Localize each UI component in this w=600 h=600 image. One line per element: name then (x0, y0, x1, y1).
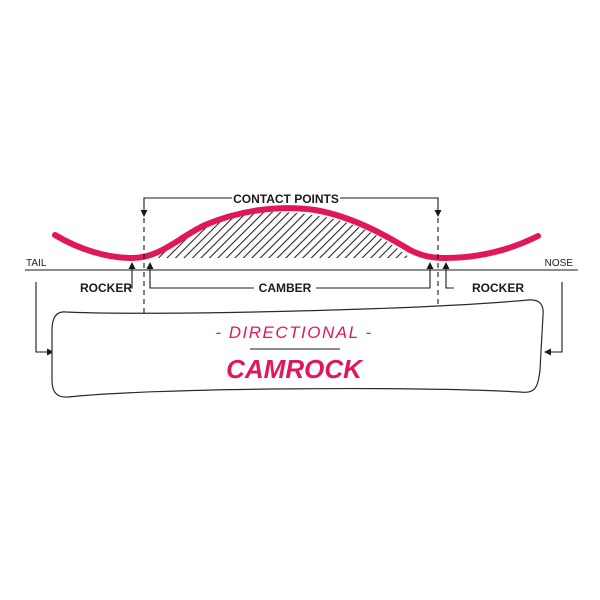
contact-points-label: CONTACT POINTS (233, 192, 339, 206)
contact-points-bracket (140, 197, 442, 217)
nose-arrow (544, 282, 563, 356)
rocker-right-bracket (442, 262, 454, 289)
board-subtitle: - DIRECTIONAL - (215, 323, 372, 342)
rocker-left-label: ROCKER (80, 281, 132, 295)
rocker-left-bracket (126, 262, 136, 289)
board-profile-curve (52, 205, 541, 262)
nose-label: NOSE (545, 258, 574, 269)
board-top-outline (51, 299, 544, 398)
camber-label: CAMBER (259, 281, 312, 295)
tail-label: TAIL (26, 258, 47, 269)
rocker-right-label: ROCKER (472, 281, 524, 295)
camber-bracket (146, 262, 434, 289)
tail-arrow (35, 282, 54, 356)
board-title: CAMROCK (226, 354, 364, 384)
